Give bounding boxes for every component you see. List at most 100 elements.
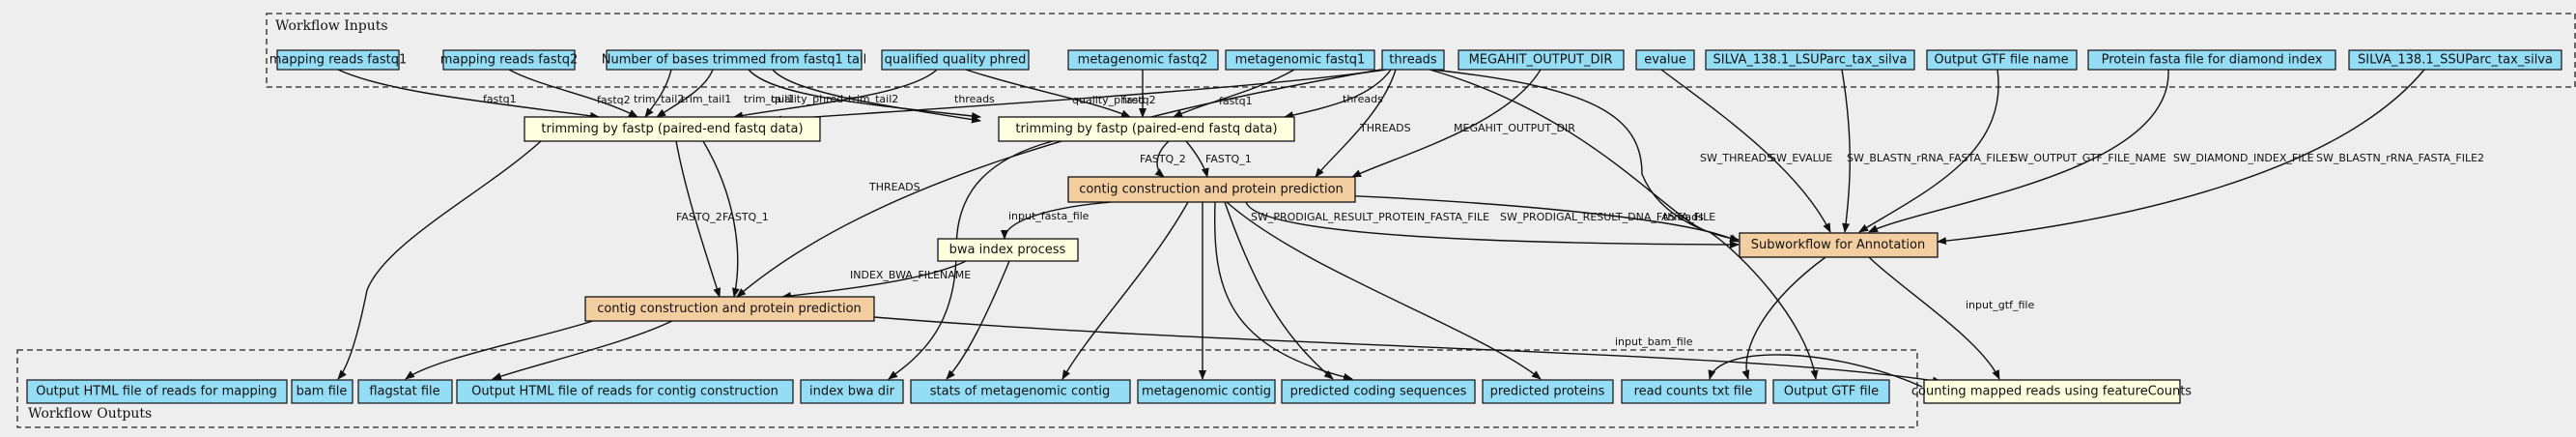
node-label: bam file xyxy=(297,385,348,399)
edge-label: SW_DIAMOND_INDEX_FILE xyxy=(2173,152,2314,164)
edge-fastq1-a: fastq1 xyxy=(337,69,600,120)
edge-sw-prodigal-dna: SW_PRODIGAL_RESULT_DNA_FASTA_FILE xyxy=(1293,192,1740,243)
input-threads[interactable]: threads xyxy=(1381,49,1445,71)
edge-flagstat xyxy=(492,318,677,380)
edge-label: input_fasta_file xyxy=(1008,210,1090,222)
output-flagstat-file[interactable]: flagstat file xyxy=(357,379,453,404)
output-predicted-cds[interactable]: predicted coding sequences xyxy=(1281,379,1476,404)
input-bases-trimmed[interactable]: Number of bases trimmed from fastq1 tail xyxy=(602,49,866,71)
edge-label: fastq1 xyxy=(1219,95,1253,107)
edge-sw-output-gtf: SW_OUTPUT_GTF_FILE_NAME xyxy=(1858,69,2166,233)
edge-sw-blastn-ssu: SW_BLASTN_rRNA_FASTA_FILE2 xyxy=(1937,69,2484,246)
edge-label: trim_tail2 xyxy=(848,93,898,105)
input-metagenomic-fastq2[interactable]: metagenomic fastq2 xyxy=(1067,49,1219,71)
output-predicted-proteins[interactable]: predicted proteins xyxy=(1482,379,1614,404)
node-label: threads xyxy=(1389,53,1437,68)
step-contig-bottom[interactable]: contig construction and protein predicti… xyxy=(584,296,875,322)
output-stats-contig[interactable]: stats of metagenomic contig xyxy=(910,379,1131,404)
node-label: metagenomic fastq2 xyxy=(1078,53,1208,68)
node-label: Protein fasta file for diamond index xyxy=(2102,53,2323,68)
input-protein-fasta-diamond[interactable]: Protein fasta file for diamond index xyxy=(2087,49,2336,71)
output-html-contig[interactable]: Output HTML file of reads for contig con… xyxy=(456,379,794,404)
node-label: counting mapped reads using featureCount… xyxy=(1911,385,2192,399)
node-label: metagenomic fastq1 xyxy=(1235,53,1366,68)
edge-label: FASTQ_1 xyxy=(722,211,769,223)
node-label: evalue xyxy=(1644,53,1686,68)
edge-label: trim_tail2 xyxy=(634,93,684,105)
node-label: contig construction and protein predicti… xyxy=(597,302,862,316)
workflow-steps: trimming by fastp (paired-end fastq data… xyxy=(524,116,2192,404)
node-label: Output GTF file name xyxy=(1934,53,2068,68)
output-metagenomic-contig[interactable]: metagenomic contig xyxy=(1137,379,1276,404)
input-metagenomic-fastq1[interactable]: metagenomic fastq1 xyxy=(1225,49,1375,71)
edge-label: THREADS xyxy=(868,181,920,193)
edge-input-gtf: input_gtf_file xyxy=(1868,256,2034,380)
node-label: Number of bases trimmed from fastq1 tail xyxy=(602,53,866,68)
edge-threads-d: THREADS xyxy=(1315,69,1411,178)
edge-threads-e xyxy=(1429,69,1819,380)
node-label: SILVA_138.1_SSUParc_tax_silva xyxy=(2358,53,2553,68)
edge-sw-diamond: SW_DIAMOND_INDEX_FILE xyxy=(1868,69,2314,233)
edge-label: fastq2 xyxy=(1122,94,1156,106)
input-output-gtf-file-name[interactable]: Output GTF file name xyxy=(1926,49,2078,71)
edge-sw-prodigal-protein: SW_PRODIGAL_RESULT_PROTEIN_FASTA_FILE xyxy=(1245,201,1740,248)
edge-label: input_bam_file xyxy=(1615,335,1693,348)
edge-label: input_gtf_file xyxy=(1966,299,2034,311)
edge-input-bam: input_bam_file xyxy=(873,316,1942,385)
edge-fastq1-b: fastq1 xyxy=(1173,69,1295,118)
output-read-counts[interactable]: read counts txt file xyxy=(1621,379,1767,404)
step-subworkflow-annotation[interactable]: Subworkflow for Annotation xyxy=(1739,232,1939,258)
workflow-inputs-label: Workflow Inputs xyxy=(275,18,388,34)
workflow-outputs: Output HTML file of reads for mapping ba… xyxy=(26,379,1890,404)
edge-label: threads xyxy=(954,93,995,105)
node-label: predicted coding sequences xyxy=(1290,385,1467,399)
input-qualified-quality-phred[interactable]: qualified quality phred xyxy=(881,49,1030,71)
edge-sw-blastn-lsu: SW_BLASTN_rRNA_FASTA_FILE1 xyxy=(1841,69,2015,233)
edge-label: SW_EVALUE xyxy=(1769,152,1832,164)
edge-label: THREADS xyxy=(1359,122,1411,134)
step-featurecounts[interactable]: counting mapped reads using featureCount… xyxy=(1911,379,2192,404)
input-evalue[interactable]: evalue xyxy=(1635,49,1695,71)
edge-label: FASTQ_1 xyxy=(1205,153,1252,165)
edge-trim-tail2-a: trim_tail2 xyxy=(634,69,684,118)
edge-megahit: MEGAHIT_OUTPUT_DIR xyxy=(1351,69,1575,178)
edge-threads-a: threads xyxy=(772,69,1387,124)
node-label: predicted proteins xyxy=(1490,385,1605,399)
edge-label: SW_THREADS xyxy=(1700,152,1773,164)
output-bam-file[interactable]: bam file xyxy=(291,379,354,404)
workflow-inputs-cluster: Workflow Inputs xyxy=(266,13,2576,88)
edge-predicted-proteins xyxy=(1226,201,1542,380)
edge-quality-phred-b: quality_phred xyxy=(965,69,1145,118)
input-silva-ssu[interactable]: SILVA_138.1_SSUParc_tax_silva xyxy=(2348,49,2562,71)
edge-input-fasta: input_fasta_file xyxy=(1001,201,1112,240)
node-label: mapping reads fastq1 xyxy=(269,53,408,68)
edge-fastq1-bottom: FASTQ_1 xyxy=(702,140,769,298)
step-trim-metagenomic[interactable]: trimming by fastp (paired-end fastq data… xyxy=(998,116,1295,142)
output-index-bwa-dir[interactable]: index bwa dir xyxy=(800,379,904,404)
node-label: contig construction and protein predicti… xyxy=(1079,183,1344,197)
edge-fastq2-bottom: FASTQ_2 xyxy=(675,140,722,298)
node-label: SILVA_138.1_LSUParc_tax_silva xyxy=(1713,53,1908,68)
output-gtf[interactable]: Output GTF file xyxy=(1772,379,1890,404)
step-contig-top[interactable]: contig construction and protein predicti… xyxy=(1067,176,1356,203)
edge-bam xyxy=(405,318,600,380)
node-label: read counts txt file xyxy=(1634,385,1753,399)
input-mapping-reads-fastq2[interactable]: mapping reads fastq2 xyxy=(440,49,579,71)
edge-html-mapping xyxy=(337,140,542,380)
step-bwa-index[interactable]: bwa index process xyxy=(937,238,1079,262)
edge-label: SW_PRODIGAL_RESULT_DNA_FASTA_FILE xyxy=(1500,211,1715,223)
node-label: Subworkflow for Annotation xyxy=(1751,238,1925,252)
edge-label: FASTQ_2 xyxy=(1140,153,1186,165)
output-html-mapping[interactable]: Output HTML file of reads for mapping xyxy=(26,379,288,404)
workflow-inputs: mapping reads fastq1 mapping reads fastq… xyxy=(269,49,2562,71)
edge-label: quality_phred xyxy=(1072,94,1145,106)
input-silva-lsu[interactable]: SILVA_138.1_LSUParc_tax_silva xyxy=(1705,49,1915,71)
input-mapping-reads-fastq1[interactable]: mapping reads fastq1 xyxy=(269,49,408,71)
node-label: metagenomic contig xyxy=(1142,385,1271,399)
node-label: qualified quality phred xyxy=(885,53,1027,68)
edge-featurecounts-readcounts xyxy=(1708,354,1923,388)
step-trim-mapping[interactable]: trimming by fastp (paired-end fastq data… xyxy=(524,116,821,142)
workflow-outputs-label: Workflow Outputs xyxy=(28,406,152,422)
input-megahit-output-dir[interactable]: MEGAHIT_OUTPUT_DIR xyxy=(1458,49,1625,71)
